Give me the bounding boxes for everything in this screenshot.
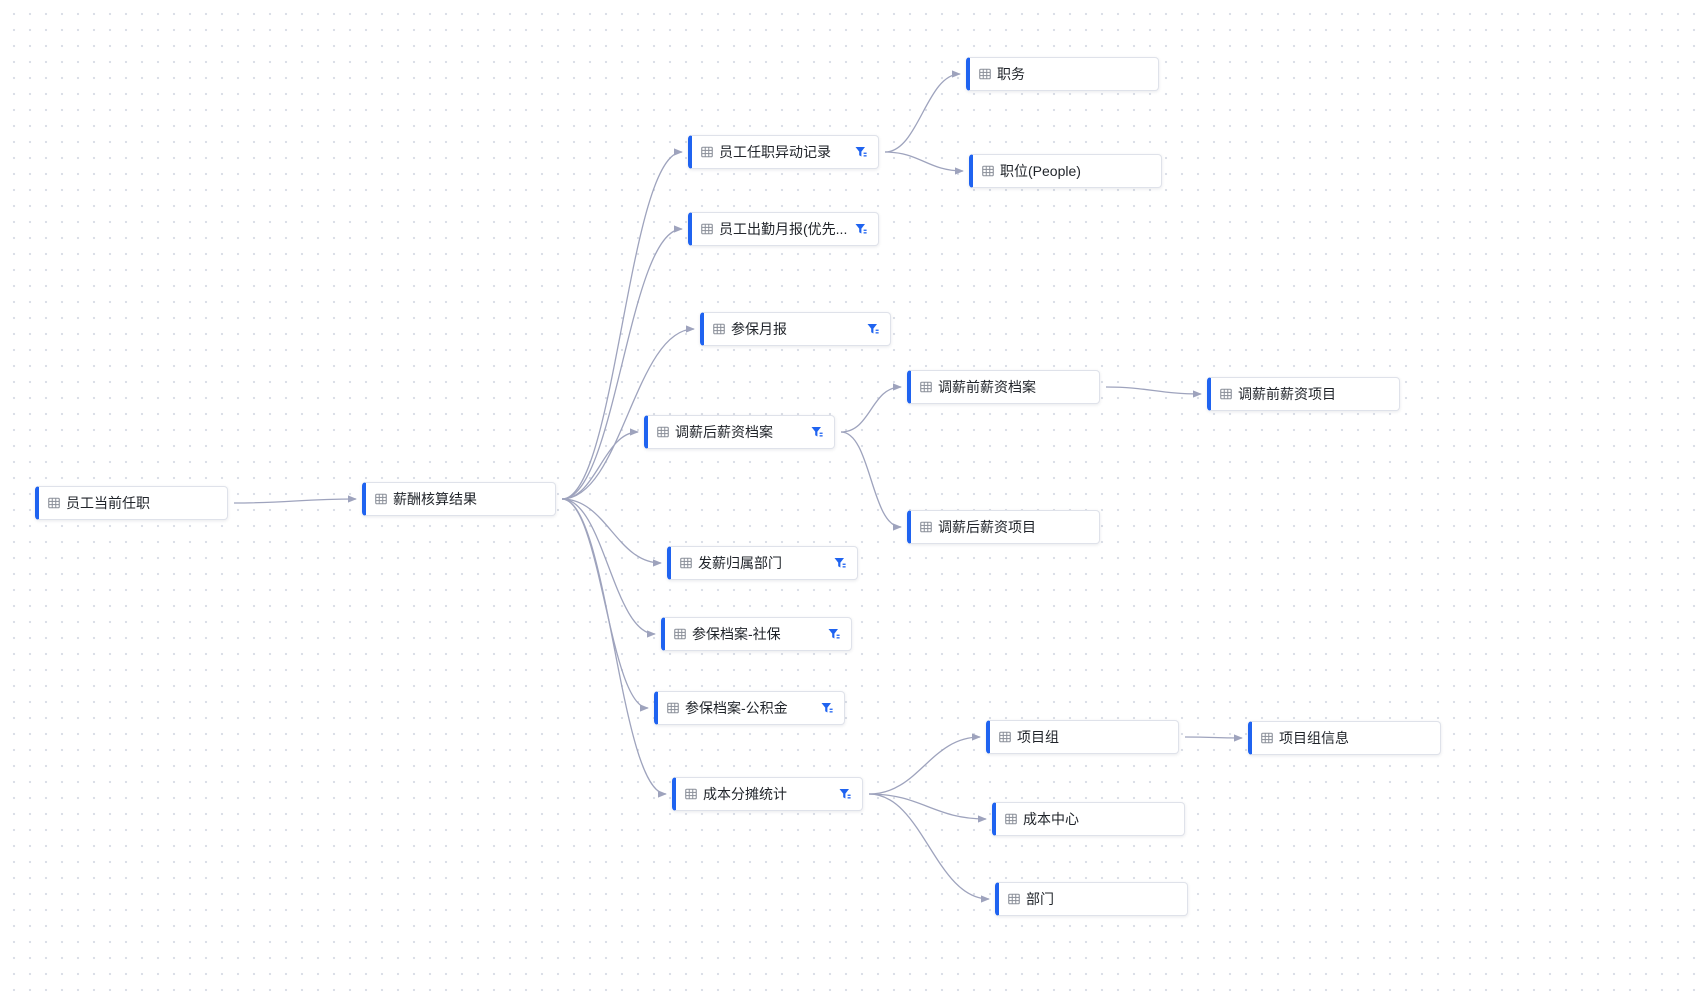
edge-n10-n16 [868,733,981,795]
table-node-label: 成本中心 [1023,811,1079,827]
table-node-label: 成本分摊统计 [703,786,787,802]
table-node[interactable]: 部门 [995,882,1188,916]
table-node-label: 参保月报 [731,321,787,337]
filter-icon[interactable] [810,425,824,439]
table-node[interactable]: 职务 [966,57,1159,91]
table-icon [920,381,932,393]
edge-n2-n10 [561,498,667,798]
table-icon [48,497,60,509]
table-node[interactable]: 员工出勤月报(优先... [688,212,879,246]
table-node[interactable]: 调薪前薪资项目 [1207,377,1400,411]
table-node[interactable]: 参保档案-社保 [661,617,852,651]
table-icon [701,146,713,158]
edge-n6-n14 [840,431,902,531]
table-icon [713,323,725,335]
table-node-label: 职务 [997,66,1025,82]
table-node[interactable]: 调薪后薪资项目 [907,510,1100,544]
table-node[interactable]: 成本中心 [992,802,1185,836]
table-node[interactable]: 员工当前任职 [35,486,228,520]
table-node[interactable]: 发薪归属部门 [667,546,858,580]
table-node[interactable]: 薪酬核算结果 [362,482,556,516]
table-node-label: 项目组信息 [1279,730,1349,746]
table-node[interactable]: 项目组信息 [1248,721,1441,755]
table-node-label: 调薪后薪资档案 [675,424,773,440]
table-node[interactable]: 项目组 [986,720,1179,754]
filter-icon[interactable] [866,322,880,336]
table-node-label: 参保档案-社保 [692,626,781,642]
table-node-label: 项目组 [1017,729,1059,745]
edge-n2-n5 [561,325,695,500]
table-node[interactable]: 职位(People) [969,154,1162,188]
edge-n6-n13 [840,383,902,433]
table-icon [375,493,387,505]
table-icon [685,788,697,800]
table-icon [701,223,713,235]
table-node[interactable]: 成本分摊统计 [672,777,863,811]
table-icon [667,702,679,714]
filter-icon[interactable] [827,627,841,641]
table-node-label: 发薪归属部门 [698,555,782,571]
table-icon [657,426,669,438]
edge-n13-n15 [1105,386,1202,398]
table-icon [999,731,1011,743]
edge-n2-n6 [561,428,639,500]
table-icon [1008,893,1020,905]
table-icon [920,521,932,533]
table-icon [1261,732,1273,744]
edge-n2-n7 [561,498,662,567]
table-icon [674,628,686,640]
table-icon [1220,388,1232,400]
edge-n16-n19 [1184,734,1243,742]
edge-n3-n11 [884,70,961,153]
edge-n3-n12 [884,151,964,175]
table-node[interactable]: 参保月报 [700,312,891,346]
table-node-label: 职位(People) [1000,163,1081,179]
table-node-label: 参保档案-公积金 [685,700,788,716]
table-node-label: 员工出勤月报(优先... [719,221,848,237]
edge-n1-n2 [233,495,357,504]
table-icon [982,165,994,177]
table-node-label: 调薪前薪资档案 [938,379,1036,395]
table-node-label: 部门 [1026,891,1054,907]
table-node-label: 员工当前任职 [66,495,150,511]
edge-n2-n9 [561,498,649,712]
table-icon [1005,813,1017,825]
table-node[interactable]: 员工任职异动记录 [688,135,879,169]
edge-n10-n17 [868,793,987,823]
filter-icon[interactable] [854,145,868,159]
table-node[interactable]: 调薪后薪资档案 [644,415,835,449]
filter-icon[interactable] [820,701,834,715]
edge-n2-n8 [561,498,656,638]
edge-n2-n4 [561,225,683,500]
edge-n10-n18 [868,793,990,903]
filter-icon[interactable] [833,556,847,570]
table-icon [680,557,692,569]
table-node[interactable]: 参保档案-公积金 [654,691,845,725]
table-icon [979,68,991,80]
table-node-label: 员工任职异动记录 [719,144,831,160]
table-node-label: 调薪前薪资项目 [1238,386,1336,402]
table-node[interactable]: 调薪前薪资档案 [907,370,1100,404]
table-node-label: 薪酬核算结果 [393,491,477,507]
filter-icon[interactable] [854,222,868,236]
filter-icon[interactable] [838,787,852,801]
table-node-label: 调薪后薪资项目 [938,519,1036,535]
